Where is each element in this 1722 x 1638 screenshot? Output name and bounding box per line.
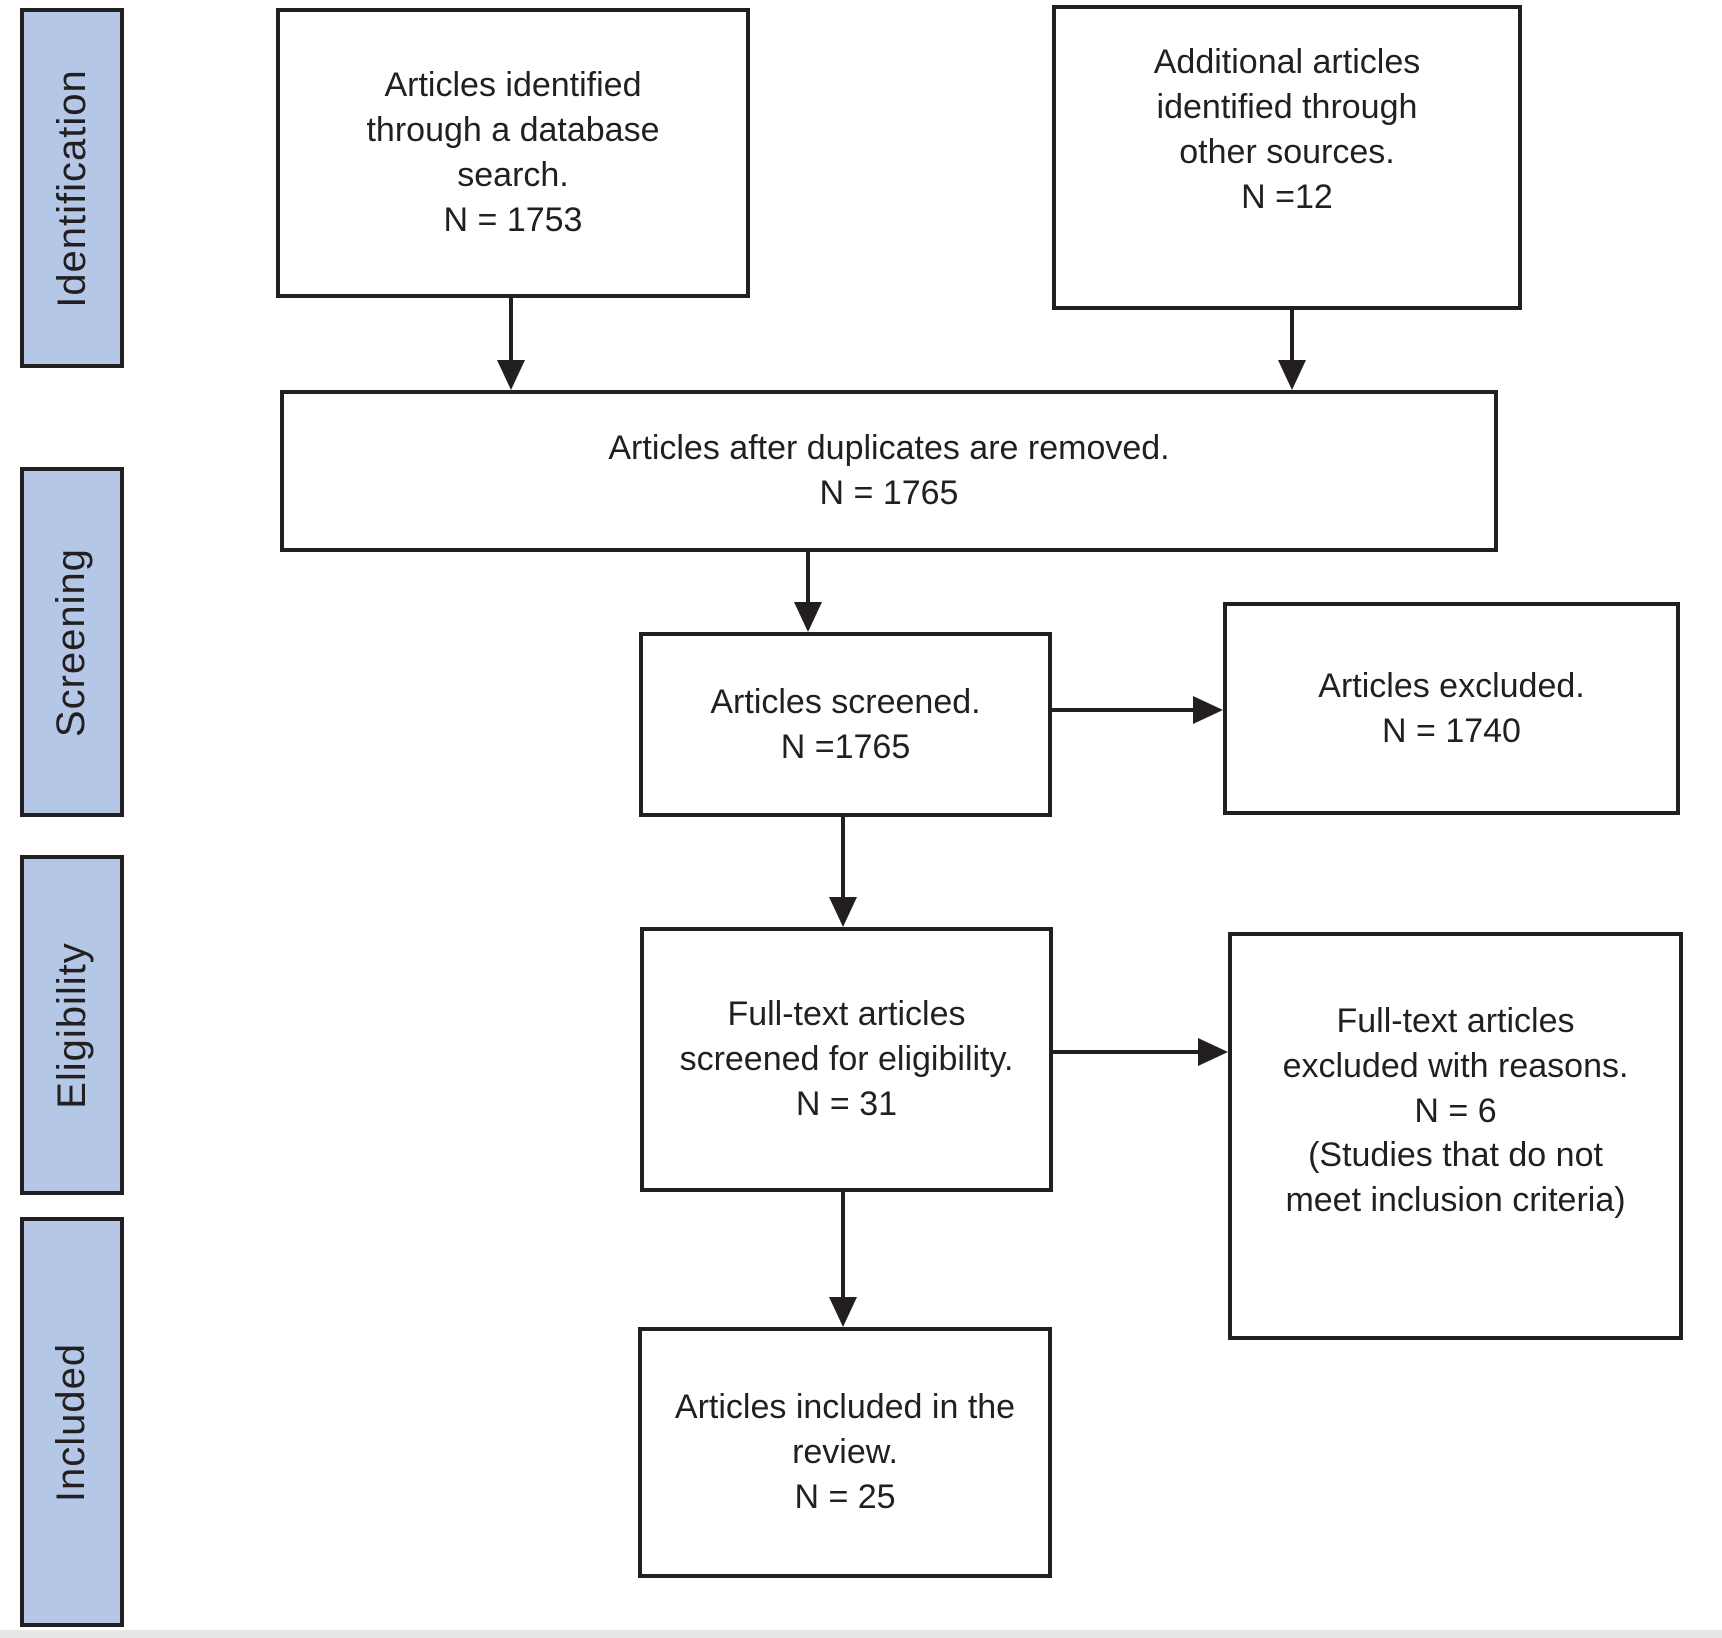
box-fulltext-excluded-text: Full-text articles excluded with reasons…: [1282, 1001, 1629, 1220]
arrow-additional-to-dedup-shaft: [1290, 310, 1294, 364]
box-articles-screened: Articles screened. N =1765: [639, 632, 1052, 817]
arrow-fulltext-to-included-shaft: [841, 1192, 845, 1301]
stage-box-identification: Identification: [20, 8, 124, 368]
arrow-screened-to-excluded-head-icon: [1193, 696, 1223, 724]
arrow-screened-to-excluded-shaft: [1052, 708, 1197, 712]
arrow-identified-to-dedup-head-icon: [497, 360, 525, 390]
box-articles-included: Articles included in the review. N = 25: [638, 1327, 1052, 1578]
arrow-identified-to-dedup-shaft: [509, 298, 513, 364]
stage-label-identification: Identification: [49, 68, 94, 308]
box-articles-screened-text: Articles screened. N =1765: [710, 682, 981, 766]
stage-box-eligibility: Eligibility: [20, 855, 124, 1195]
arrow-screened-to-fulltext-head-icon: [829, 897, 857, 927]
stage-box-screening: Screening: [20, 467, 124, 817]
page-edge-strip: [0, 1630, 1722, 1638]
stage-label-screening: Screening: [49, 547, 94, 737]
arrow-fulltext-to-excluded-shaft: [1053, 1050, 1200, 1054]
box-articles-excluded: Articles excluded. N = 1740: [1223, 602, 1680, 815]
arrow-additional-to-dedup-head-icon: [1278, 360, 1306, 390]
arrow-fulltext-to-excluded-head-icon: [1198, 1038, 1228, 1066]
arrow-dedup-to-screened-shaft: [806, 552, 810, 606]
box-additional-articles: Additional articles identified through o…: [1052, 5, 1522, 310]
arrow-screened-to-fulltext-shaft: [841, 817, 845, 901]
box-articles-identified-text: Articles identified through a database s…: [366, 66, 660, 239]
stage-label-included: Included: [49, 1342, 94, 1502]
box-duplicates-removed: Articles after duplicates are removed. N…: [280, 390, 1498, 552]
box-duplicates-removed-text: Articles after duplicates are removed. N…: [608, 429, 1170, 512]
box-articles-included-text: Articles included in the review. N = 25: [674, 1388, 1016, 1516]
stage-label-eligibility: Eligibility: [49, 941, 94, 1109]
arrow-dedup-to-screened-head-icon: [794, 602, 822, 632]
box-fulltext-excluded: Full-text articles excluded with reasons…: [1228, 932, 1683, 1340]
box-fulltext-screened: Full-text articles screened for eligibil…: [640, 927, 1053, 1192]
box-additional-articles-text: Additional articles identified through o…: [1153, 43, 1421, 216]
box-articles-identified: Articles identified through a database s…: [276, 8, 750, 298]
box-articles-excluded-text: Articles excluded. N = 1740: [1318, 666, 1585, 750]
arrow-fulltext-to-included-head-icon: [829, 1297, 857, 1327]
box-fulltext-screened-text: Full-text articles screened for eligibil…: [679, 995, 1014, 1123]
stage-box-included: Included: [20, 1217, 124, 1627]
